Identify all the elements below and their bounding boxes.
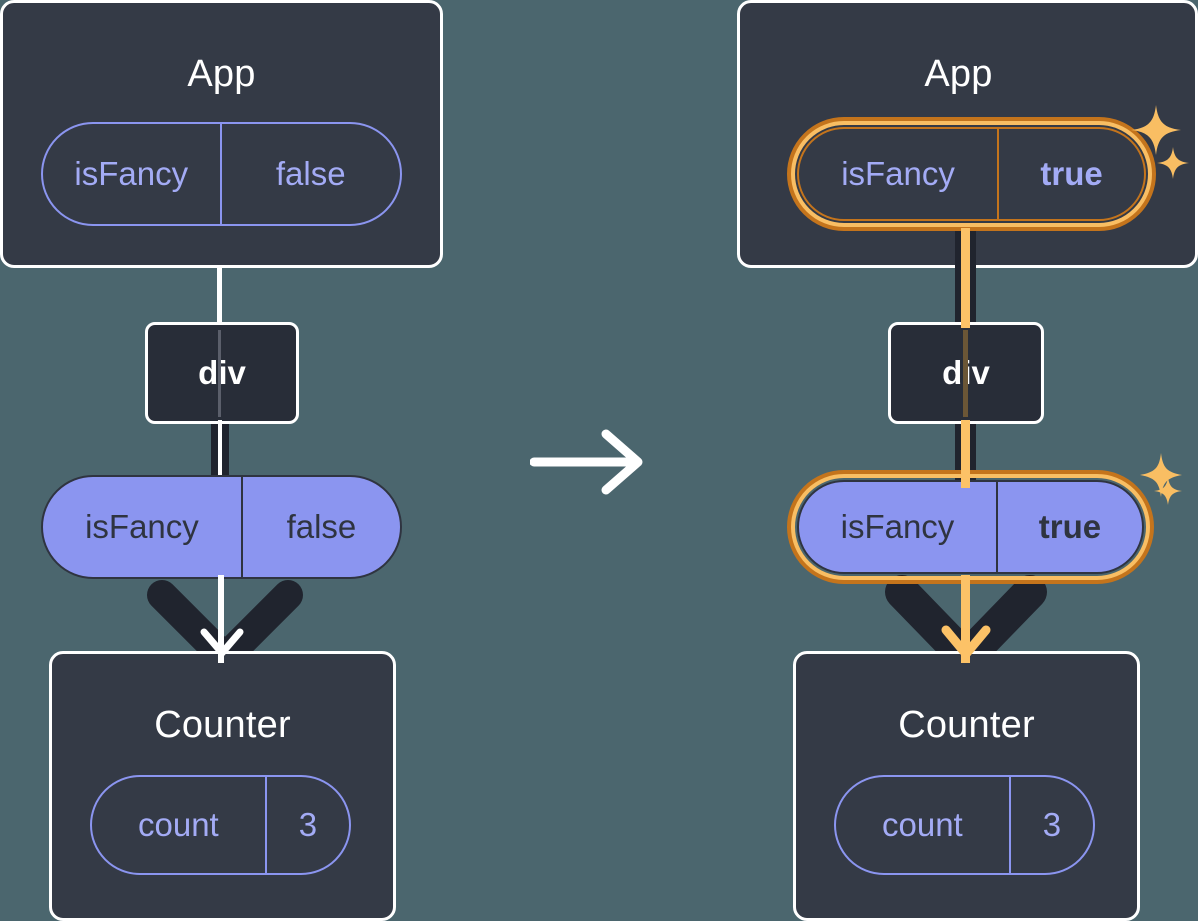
prop-pill-key-before: isFancy	[43, 477, 243, 577]
connector-app-to-div-center-after	[961, 228, 970, 328]
prop-pill-value-after: true	[1038, 508, 1102, 545]
render-arrow-head-after	[941, 625, 991, 659]
div-node-before: div	[145, 322, 299, 424]
app-state-pill-after: isFancy true	[797, 127, 1146, 221]
div-node-label-before: div	[198, 354, 246, 391]
counter-state-pill-key-before: count	[92, 777, 267, 873]
app-state-pill-before: isFancy false	[41, 122, 402, 226]
counter-state-pill-value-after: 3	[1042, 806, 1062, 843]
prop-pill-before: isFancy false	[41, 475, 402, 579]
app-state-pill-value-after: true	[1040, 155, 1103, 192]
render-arrow-shaft-after	[961, 575, 970, 663]
app-state-pill-key-after: isFancy	[799, 129, 1000, 219]
render-arrow-shaft-before	[218, 575, 224, 663]
counter-state-pill-before: count 3	[90, 775, 351, 875]
sparkle-large-icon-prop-after	[1140, 453, 1182, 497]
app-state-pill-value-before: false	[275, 155, 346, 192]
counter-state-pill-after: count 3	[834, 775, 1095, 875]
app-title-before: App	[187, 53, 256, 95]
render-arrow-head-before	[200, 628, 244, 657]
prop-pill-after: isFancy true	[797, 480, 1144, 574]
app-title-after: App	[924, 53, 993, 95]
connector-div-to-pill-left-after	[955, 420, 963, 488]
prop-pill-key-after: isFancy	[799, 482, 998, 572]
connector-app-to-div-right-after	[968, 228, 976, 328]
connector-app-to-div-left-after	[955, 228, 963, 328]
prop-pill-value-before: false	[286, 508, 357, 545]
counter-title-after: Counter	[898, 704, 1035, 746]
connector-div-to-pill-center-before	[218, 420, 222, 488]
sparkle-large-icon-app-after	[1131, 105, 1181, 155]
div-passthrough-line-before	[218, 330, 221, 417]
connector-div-to-pill-right-after	[968, 420, 976, 488]
counter-state-pill-key-after: count	[836, 777, 1011, 873]
counter-title-before: Counter	[154, 704, 291, 746]
app-state-pill-key-before: isFancy	[43, 124, 222, 224]
connector-div-to-pill-right-before	[222, 420, 229, 488]
transition-arrow-icon	[530, 429, 643, 495]
sparkle-small-icon-app-after	[1157, 147, 1189, 179]
app-state-pill-highlight-ring-after	[787, 117, 1156, 231]
prop-pill-highlight-ring-after	[787, 470, 1154, 584]
div-passthrough-line-after	[963, 330, 968, 417]
connector-div-to-pill-center-after	[961, 420, 970, 488]
connector-app-to-div-before	[217, 266, 222, 324]
sparkle-small-icon-prop-after	[1154, 477, 1182, 505]
counter-state-pill-value-before: 3	[298, 806, 318, 843]
connector-div-to-pill-left-before	[211, 420, 218, 488]
